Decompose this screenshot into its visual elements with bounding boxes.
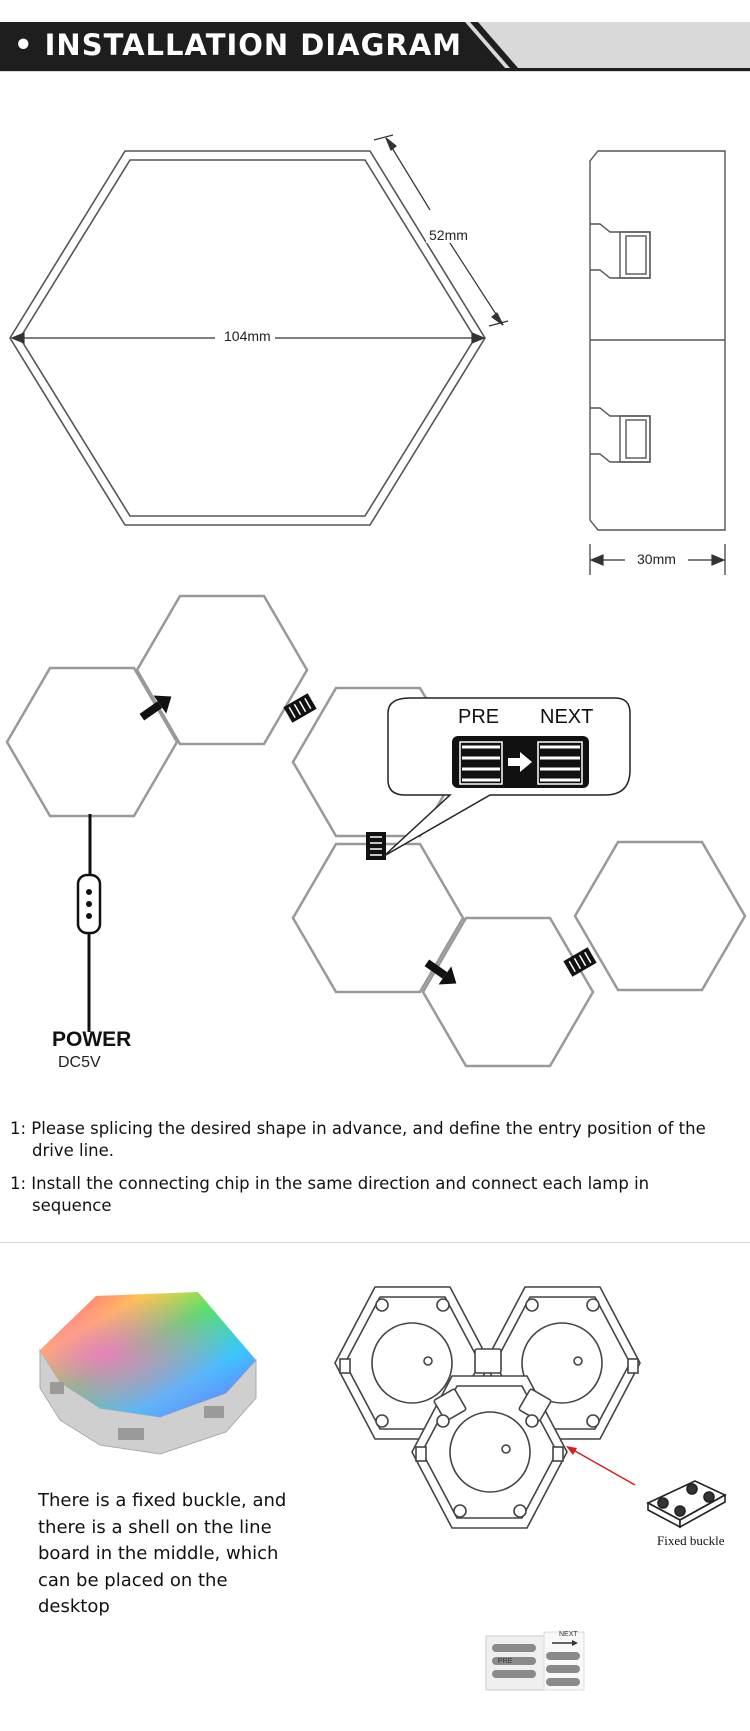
pre-label: PRE [458,706,500,728]
fixed-buckle-label: Fixed buckle [657,1533,725,1548]
fixed-buckle-part [646,1480,727,1529]
connector-chip-icon [563,947,597,977]
direction-arrow-icon [139,695,172,721]
page-title: • INSTALLATION DIAGRAM [14,28,463,62]
section-header: • INSTALLATION DIAGRAM [0,22,750,72]
connector-chip-icon [366,832,386,860]
side-profile-view [589,150,726,531]
connector-chip-photo [485,1631,585,1691]
buckle-description: There is a fixed buckle, and there is a … [38,1490,287,1617]
instructions-list: 1: Please splicing the desired shape in … [10,1118,730,1228]
pre-next-callout [383,697,631,857]
instruction-item: 1: Install the connecting chip in the sa… [10,1174,650,1215]
power-cable [76,814,102,1032]
instruction-item: 1: Please splicing the desired shape in … [10,1119,706,1160]
dimension-drawing [9,134,726,575]
wiring-diagram [5,594,747,1068]
pointer-arrow-icon [566,1446,636,1486]
assembly-drawing [334,1286,727,1529]
power-voltage-label: DC5V [58,1054,101,1071]
rgb-lamp-photo [39,1292,257,1455]
chip-next-label: NEXT [559,1631,578,1638]
section-divider [0,1242,750,1243]
hexagon-panel [573,840,747,992]
power-label: POWER [52,1028,132,1051]
side-dimension-line [373,134,509,327]
width-dimension-label: 104mm [221,328,274,344]
next-label: NEXT [540,706,594,728]
depth-dimension-line [589,544,726,575]
depth-dimension-label: 30mm [634,551,679,567]
width-dimension-line [10,332,486,344]
chip-pre-label: PRE [498,1658,513,1665]
connector-chip-icon [283,693,317,723]
direction-arrow-icon [424,959,457,985]
side-dimension-label: 52mm [426,227,471,243]
header-banner [0,22,750,72]
